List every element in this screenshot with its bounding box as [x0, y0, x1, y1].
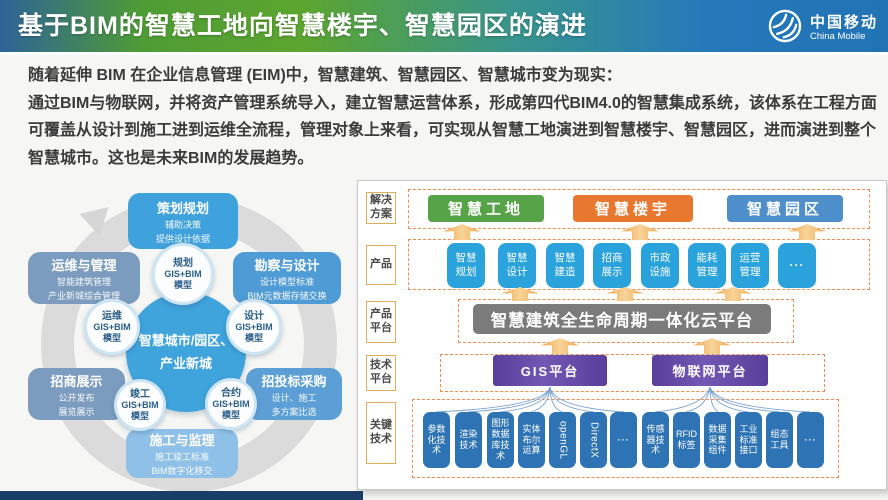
product-box: 智慧设计: [498, 243, 536, 288]
cloud-platform-box: 智慧建筑全生命周期一体化云平台: [473, 304, 771, 334]
model-sub: GIS+BIM: [212, 399, 250, 410]
stage-box-survey-design: 勘察与设计 设计模型标准 BIM元数据存储交换: [233, 252, 341, 304]
solution-box-smart-park: 智慧园区: [727, 195, 843, 222]
stage-line: BIM元数据存储交换: [247, 290, 327, 301]
row-label-product-platform: 产品平台: [366, 301, 396, 343]
tech-platform-box-iot: 物联网平台: [652, 355, 768, 386]
product-box: 招商展示: [593, 243, 631, 288]
model-sub: 模型: [244, 332, 263, 343]
stage-line: 设计模型标准: [259, 276, 314, 287]
stage-line: 公开发布: [58, 392, 95, 403]
keytech-box: DirectX: [580, 412, 607, 468]
page-title: 基于BIM的智慧工地向智慧楼宇、智慧园区的演进: [18, 12, 587, 40]
product-box: 能耗管理: [688, 243, 726, 288]
keytech-box: 图形数据库技术: [487, 412, 514, 468]
logo-text-cn: 中国移动: [809, 14, 878, 32]
solution-box-smart-building: 智慧楼宇: [573, 195, 693, 222]
product-box-more: ···: [778, 243, 816, 288]
logo-text-en: China Mobile: [809, 30, 866, 42]
model-sub: 模型: [130, 410, 149, 421]
stage-box-investment-display: 招商展示 公开发布 展览展示: [28, 368, 125, 420]
keytech-box-more: ···: [797, 412, 824, 468]
stage-line: 智能建筑管理: [56, 276, 111, 287]
stage-box-construction-supervision: 施工与监理 施工竣工标准 BIM数字化移交: [126, 429, 238, 478]
header-bar: 基于BIM的智慧工地向智慧楼宇、智慧园区的演进 中国移动 China Mobil…: [0, 0, 888, 55]
keytech-box: 工业标准接口: [735, 412, 762, 468]
model-label: 竣工: [130, 388, 150, 400]
model-sub: 模型: [173, 279, 192, 290]
row-label-tech-platform: 技术平台: [366, 355, 396, 391]
center-line: 智慧城市/园区、: [138, 332, 234, 348]
tech-platform-box-gis: GIS平台: [493, 355, 607, 386]
row-label-products: 产品: [366, 245, 396, 285]
model-sub: 模型: [102, 332, 121, 343]
stage-line: 提供设计依据: [155, 233, 210, 244]
intro-paragraph: 随着延伸 BIM 在企业信息管理 (EIM)中，智慧建筑、智慧园区、智慧城市变为…: [28, 62, 880, 172]
model-sub: GIS+BIM: [235, 322, 273, 333]
center-line: 产业新城: [159, 356, 212, 371]
product-box: 智慧建造: [546, 243, 584, 288]
intro-line-3: 可覆盖从设计到施工进到运维全流程，管理对象上来看，可实现从智慧工地演进到智慧楼宇…: [28, 122, 877, 139]
model-label: 设计: [244, 310, 264, 322]
stage-line: BIM数字化移交: [151, 466, 213, 476]
keytech-box: 数据采集组件: [704, 412, 731, 468]
product-box: 智慧规划: [447, 243, 485, 288]
stage-line: 展览展示: [58, 406, 95, 417]
stage-line: 多方案比选: [271, 406, 317, 417]
row-label-key-tech: 关键技术: [366, 402, 396, 464]
stage-box-operations-management: 运维与管理 智能建筑管理 产业新城综合管理: [28, 252, 140, 304]
model-circle-plan: 规划 GIS+BIM 模型: [152, 243, 214, 305]
model-label: 合约: [221, 387, 241, 399]
keytech-box: 传感器技术: [642, 412, 669, 468]
china-mobile-logo-icon: [766, 7, 804, 50]
tech-platform-region: [440, 354, 825, 392]
stage-title: 施工与监理: [149, 433, 215, 448]
stage-box-planning: 策划规划 辅助决策 提供设计依据: [128, 193, 238, 249]
key-tech-region: [412, 399, 839, 478]
stage-title: 招投标采购: [261, 373, 327, 389]
keytech-box: 组态工具: [766, 412, 793, 468]
intro-line-2: 通过BIM与物联网，并将资产管理系统导入，建立智慧运营体系，形成第四代BIM4.…: [28, 94, 877, 112]
stage-title: 勘察与设计: [254, 257, 320, 273]
stage-line: 产业新城综合管理: [47, 290, 120, 301]
model-sub: GIS+BIM: [93, 322, 131, 333]
connector-lines: [435, 387, 811, 413]
product-box: 市政设施: [641, 243, 679, 288]
stage-title: 运维与管理: [51, 257, 117, 273]
keytech-box: RFID标签: [673, 412, 700, 468]
model-circle-asbuilt: 竣工 GIS+BIM 模型: [114, 379, 166, 431]
stage-title: 策划规划: [156, 200, 209, 216]
keytech-box: 渲染技术: [455, 412, 482, 468]
model-sub: GIS+BIM: [121, 400, 159, 411]
model-label: 规划: [173, 257, 193, 269]
model-circle-contract: 合约 GIS+BIM 模型: [205, 378, 257, 430]
stage-line: 施工竣工标准: [154, 452, 209, 462]
bottom-accent-bar: [0, 491, 363, 500]
intro-line-4: 智慧城市。这也是未来BIM的发展趋势。: [28, 149, 314, 167]
keytech-box: 实体布尔运算: [518, 412, 545, 468]
model-sub: GIS+BIM: [164, 269, 202, 280]
product-box: 运营管理: [731, 243, 769, 288]
solution-box-smart-site: 智慧工地: [428, 195, 544, 222]
stage-line: 设计、施工: [271, 392, 317, 403]
model-circle-operate: 运维 GIS+BIM 模型: [84, 299, 140, 355]
stage-box-bidding: 招投标采购 设计、施工 多方案比选: [246, 368, 342, 420]
keytech-box: openGL: [549, 412, 576, 468]
model-sub: 模型: [221, 409, 240, 420]
stage-title: 招商展示: [50, 373, 103, 389]
model-label: 运维: [102, 310, 122, 322]
model-circle-design: 设计 GIS+BIM 模型: [226, 299, 282, 355]
keytech-box: 参数化技术: [423, 412, 450, 468]
china-mobile-logo: 中国移动 China Mobile: [766, 7, 878, 50]
intro-line-1: 随着延伸 BIM 在企业信息管理 (EIM)中，智慧建筑、智慧园区、智慧城市变为…: [28, 67, 622, 84]
keytech-box-more: ···: [610, 412, 637, 468]
row-label-solutions: 解决方案: [366, 192, 396, 224]
stage-line: 辅助决策: [164, 219, 201, 230]
